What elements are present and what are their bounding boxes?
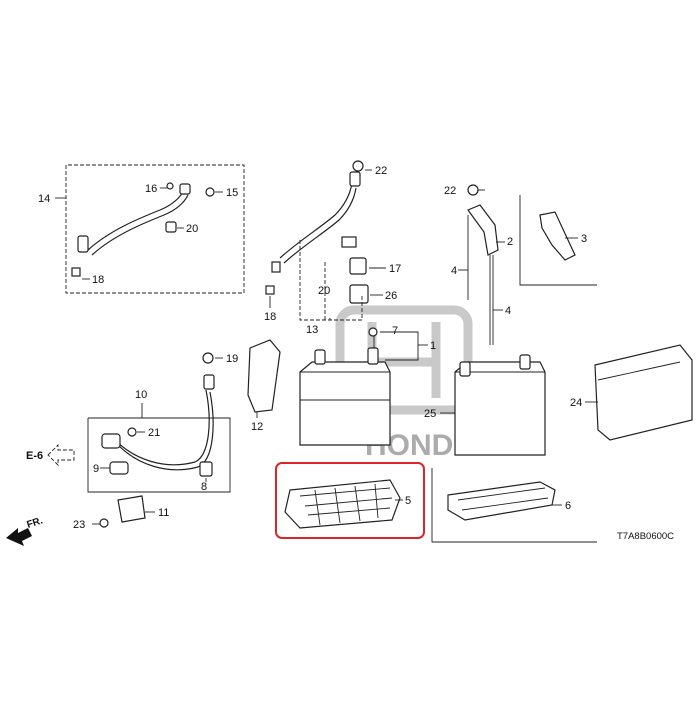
callout-14: 14 — [38, 193, 50, 205]
group-14 — [55, 164, 245, 294]
drawing-code: T7A8B0600C — [617, 531, 674, 542]
callout-8: 8 — [201, 481, 207, 493]
battery-tray-6 — [431, 468, 597, 543]
callout-19: 19 — [226, 353, 238, 365]
callout-11: 11 — [158, 507, 169, 519]
callout-labels: 1 2 3 4 4 5 6 7 8 9 10 11 12 13 14 15 16… — [38, 165, 587, 531]
bracket-12 — [247, 339, 281, 418]
callout-22a: 22 — [375, 165, 387, 177]
callout-20a: 20 — [186, 223, 198, 235]
callout-18b: 18 — [264, 311, 276, 323]
callout-1: 1 — [430, 340, 436, 352]
group-13 — [265, 160, 386, 321]
battery-1 — [299, 327, 428, 446]
callout-15: 15 — [226, 187, 238, 199]
hold-down-parts — [458, 184, 597, 345]
battery-tray-5 — [275, 462, 425, 539]
callout-23: 23 — [73, 519, 85, 531]
front-arrow-icon — [6, 528, 32, 546]
battery-cover — [585, 344, 693, 441]
callout-25: 25 — [424, 408, 436, 420]
callout-26: 26 — [385, 290, 397, 302]
callout-13: 13 — [306, 324, 318, 336]
callout-24: 24 — [570, 397, 582, 409]
reference-arrow — [47, 443, 75, 467]
callout-16: 16 — [145, 183, 157, 195]
reference-label: E-6 — [26, 450, 43, 462]
highlight-box — [275, 462, 425, 539]
callout-4a: 4 — [451, 265, 457, 277]
callout-17: 17 — [389, 263, 401, 275]
callout-10: 10 — [135, 389, 147, 401]
callout-2: 2 — [507, 236, 513, 248]
callout-21: 21 — [148, 427, 160, 439]
front-label: FR. — [26, 515, 45, 531]
callout-18a: 18 — [92, 274, 104, 286]
callout-12: 12 — [251, 421, 263, 433]
callout-3: 3 — [581, 233, 587, 245]
battery-2 — [440, 354, 546, 456]
callout-4b: 4 — [505, 305, 511, 317]
group-10 — [87, 352, 231, 528]
callout-22b: 22 — [444, 185, 456, 197]
callout-5: 5 — [405, 495, 411, 507]
callout-20b: 20 — [318, 285, 330, 297]
callout-7: 7 — [392, 325, 398, 337]
callout-6: 6 — [565, 500, 571, 512]
callout-9: 9 — [93, 463, 99, 475]
